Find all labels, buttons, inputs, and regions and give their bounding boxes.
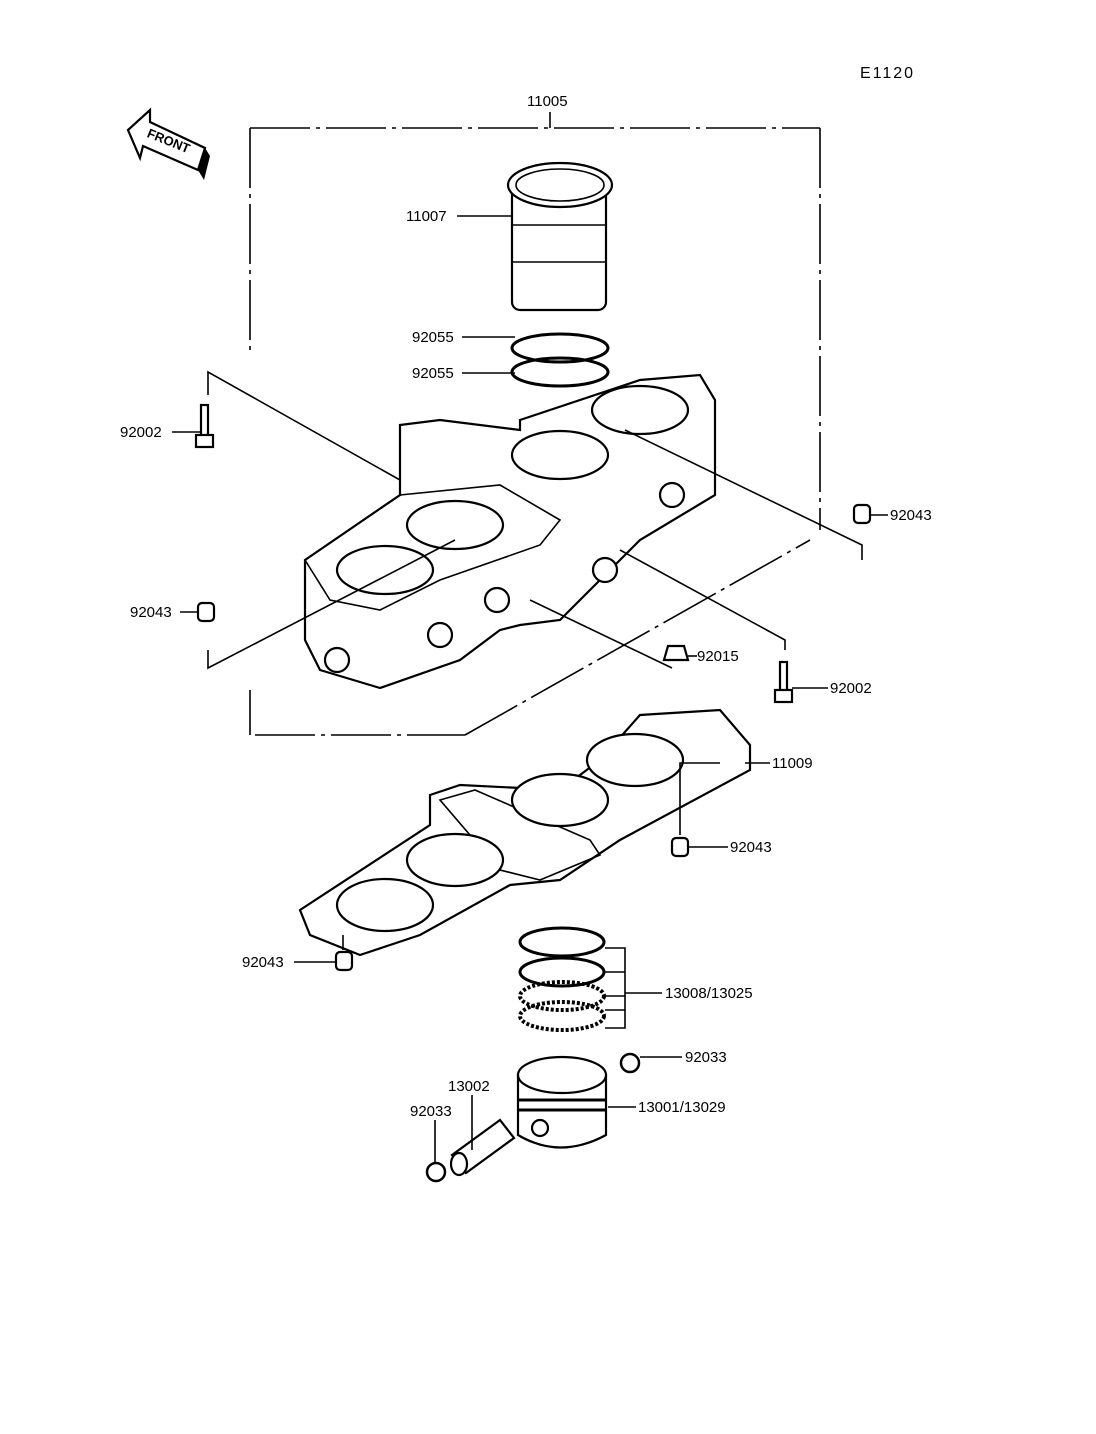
head-gasket	[298, 708, 752, 957]
label-92015: 92015	[697, 648, 739, 665]
label-11007: 11007	[406, 208, 447, 225]
piston	[516, 1055, 608, 1149]
label-11009: 11009	[772, 755, 813, 772]
bolt-right	[773, 660, 794, 704]
o-ring	[510, 356, 610, 388]
cylinder-block	[303, 373, 717, 690]
label-92002: 92002	[830, 680, 872, 697]
label-92055: 92055	[412, 365, 454, 382]
dowel-right	[852, 503, 872, 525]
piston-pin	[449, 1118, 516, 1177]
diagram-code: E1120	[860, 65, 915, 82]
cap-nut	[662, 644, 690, 662]
dowel-gasket-right	[670, 836, 690, 858]
label-92043: 92043	[242, 954, 284, 971]
label-92002: 92002	[120, 424, 162, 441]
circlip-left	[425, 1161, 447, 1183]
assembly-bracket: 11005	[249, 93, 821, 736]
label-13008-13025: 13008/13025	[665, 985, 753, 1002]
label-92043: 92043	[130, 604, 172, 621]
o-ring	[510, 332, 610, 364]
label-13001-13029: 13001/13029	[638, 1099, 726, 1116]
label-92055: 92055	[412, 329, 454, 346]
dowel-left	[196, 601, 216, 623]
bolt-left	[194, 403, 215, 449]
label-13002: 13002	[448, 1078, 490, 1095]
dowel-gasket-left	[334, 950, 354, 972]
piston-rings	[518, 926, 606, 1032]
front-arrow-icon: FRONT	[126, 107, 210, 180]
label-92043: 92043	[890, 507, 932, 524]
label-92043: 92043	[730, 839, 772, 856]
label-11005: 11005	[527, 93, 568, 110]
label-92033: 92033	[410, 1103, 452, 1120]
cylinder-sleeve	[506, 161, 614, 312]
label-92033: 92033	[685, 1049, 727, 1066]
circlip-right	[619, 1052, 641, 1074]
